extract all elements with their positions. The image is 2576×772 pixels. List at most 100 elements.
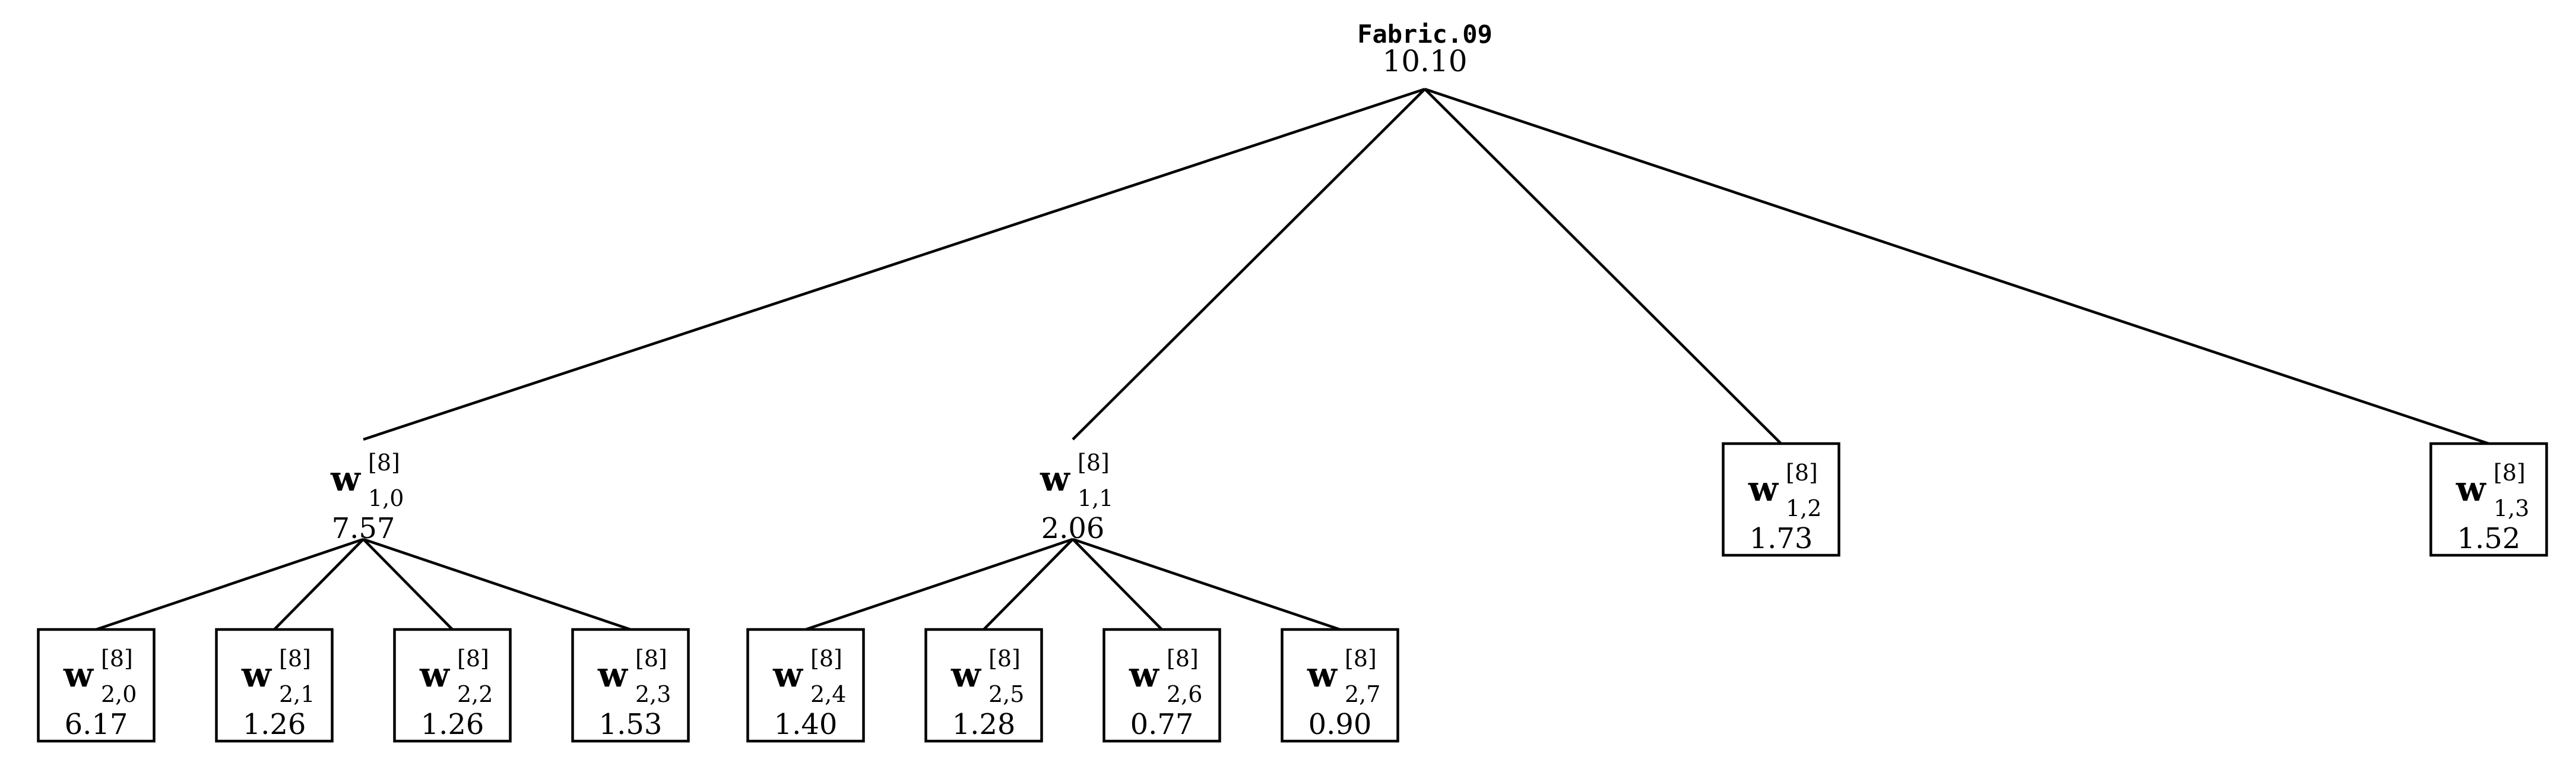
node-weight-label: w <box>772 654 804 695</box>
weight-subscript: 2,4 <box>810 681 846 707</box>
weight-superscript: [8] <box>988 646 1021 672</box>
leaf-box <box>924 628 1043 743</box>
node-value: 2.06 <box>1041 512 1105 545</box>
node-value: 1.26 <box>243 708 306 741</box>
node-value: 1.53 <box>599 708 663 741</box>
weight-symbol: w <box>63 654 94 695</box>
weight-superscript: [8] <box>1786 460 1818 486</box>
weight-symbol: w <box>330 458 362 499</box>
leaf-box <box>37 628 156 743</box>
leaf-box <box>1102 628 1221 743</box>
weight-superscript: [8] <box>810 646 842 672</box>
leaf-box <box>393 628 512 743</box>
weight-subscript: 2,6 <box>1167 681 1202 707</box>
weight-symbol: w <box>1748 469 1779 509</box>
edges-layer <box>96 87 2489 631</box>
weight-symbol: w <box>597 654 629 695</box>
tree-node-n20: w [8] 2,06.17 <box>37 628 156 743</box>
weight-superscript: [8] <box>1345 646 1377 672</box>
tree-node-n27: w [8] 2,70.90 <box>1281 628 1399 743</box>
weight-subscript: 2,2 <box>457 681 493 707</box>
node-weight-label: w <box>1040 458 1071 499</box>
tree-node-n24: w[8] 2,41.40 <box>746 628 865 743</box>
node-value: 1.52 <box>2457 522 2521 555</box>
node-value: 1.40 <box>774 708 838 741</box>
node-weight-label: w <box>597 654 629 695</box>
tree-node-n22: w[8] 2,21.26 <box>393 628 512 743</box>
node-weight-label: w <box>2455 469 2487 509</box>
edge-root-n12 <box>1424 88 1782 445</box>
tree-node-n13: w[8] 1,31.52 <box>2429 442 2548 557</box>
weight-subscript: 2,5 <box>988 681 1024 707</box>
weight-superscript: [8] <box>368 450 400 476</box>
weight-superscript: [8] <box>101 646 133 672</box>
node-weight-label: w <box>63 654 94 695</box>
nodes-layer: Fabric.09 10.10 w[8]1,07.57w[8]1,12.06w[… <box>37 20 2548 743</box>
node-weight-label: w <box>330 458 362 499</box>
node-value: 1.28 <box>952 708 1016 741</box>
edge-n10-n23 <box>363 537 631 631</box>
edge-root-n10 <box>363 87 1425 441</box>
node-weight-label: w <box>1129 654 1160 695</box>
tree-node-n26: w [8] 2,60.77 <box>1102 628 1221 743</box>
leaf-box <box>571 628 690 743</box>
tree-node-n10: w[8] 1,07.57 <box>330 450 404 545</box>
tree-node-n25: w[8] 2,51.28 <box>924 628 1043 743</box>
node-value: 0.90 <box>1308 708 1372 741</box>
node-value: 0.77 <box>1130 708 1194 741</box>
leaf-box <box>2429 442 2548 557</box>
node-weight-label: w <box>1748 469 1779 509</box>
tree-node-n21: w[8]2,11.26 <box>215 628 334 743</box>
edge-n10-n21 <box>273 538 365 631</box>
weight-symbol: w <box>1129 654 1160 695</box>
edge-n11-n24 <box>805 537 1073 631</box>
root-name: Fabric.09 <box>1357 20 1493 49</box>
node-weight-label: w <box>419 654 451 695</box>
root-value: 10.10 <box>1382 44 1467 78</box>
node-value: 7.57 <box>332 512 395 545</box>
edge-root-n11 <box>1072 88 1426 441</box>
node-value: 1.73 <box>1750 522 1813 555</box>
leaf-box <box>1722 442 1840 557</box>
edge-n11-n26 <box>1072 538 1163 631</box>
node-value-highlighted: 6.17 <box>65 708 128 741</box>
weight-superscript: [8] <box>457 646 489 672</box>
weight-symbol: w <box>950 654 982 695</box>
weight-symbol: w <box>241 654 273 695</box>
edge-n11-n25 <box>983 538 1074 631</box>
tree-node-n12: w [8] 1,21.73 <box>1722 442 1840 557</box>
weight-subscript: 2,0 <box>101 681 137 707</box>
weight-subscript: 2,7 <box>1345 681 1380 707</box>
node-weight-label: w <box>241 654 273 695</box>
tree-node-n23: w[8] 2,31.53 <box>571 628 690 743</box>
node-weight-label: w <box>950 654 982 695</box>
weight-superscript: [8] <box>2493 460 2526 486</box>
weight-superscript: [8] <box>635 646 667 672</box>
leaf-box <box>746 628 865 743</box>
weight-superscript: [8] <box>1167 646 1199 672</box>
weight-symbol: w <box>2455 469 2487 509</box>
edge-root-n13 <box>1424 87 2489 445</box>
edge-n11-n27 <box>1072 537 1341 631</box>
leaf-box <box>1281 628 1399 743</box>
weight-subscript: 1,2 <box>1786 495 1821 521</box>
weight-subscript: 2,3 <box>635 681 671 707</box>
weight-subscript: 1,3 <box>2493 495 2529 521</box>
edge-n10-n22 <box>362 538 454 631</box>
root-node: Fabric.09 10.10 <box>1357 20 1493 78</box>
weight-subscript: 1,0 <box>368 485 404 511</box>
edge-n10-n20 <box>96 537 364 631</box>
weight-superscript: [8] <box>1078 450 1110 476</box>
weight-subscript: 2,1 <box>279 681 315 707</box>
weight-symbol: w <box>772 654 804 695</box>
node-weight-label: w <box>1307 654 1338 695</box>
weight-subscript: 1,1 <box>1078 485 1113 511</box>
tree-node-n11: w [8] 1,12.06 <box>1040 450 1113 545</box>
leaf-box <box>215 628 334 743</box>
weight-symbol: w <box>1040 458 1071 499</box>
weight-symbol: w <box>419 654 451 695</box>
weight-symbol: w <box>1307 654 1338 695</box>
node-value: 1.26 <box>421 708 484 741</box>
